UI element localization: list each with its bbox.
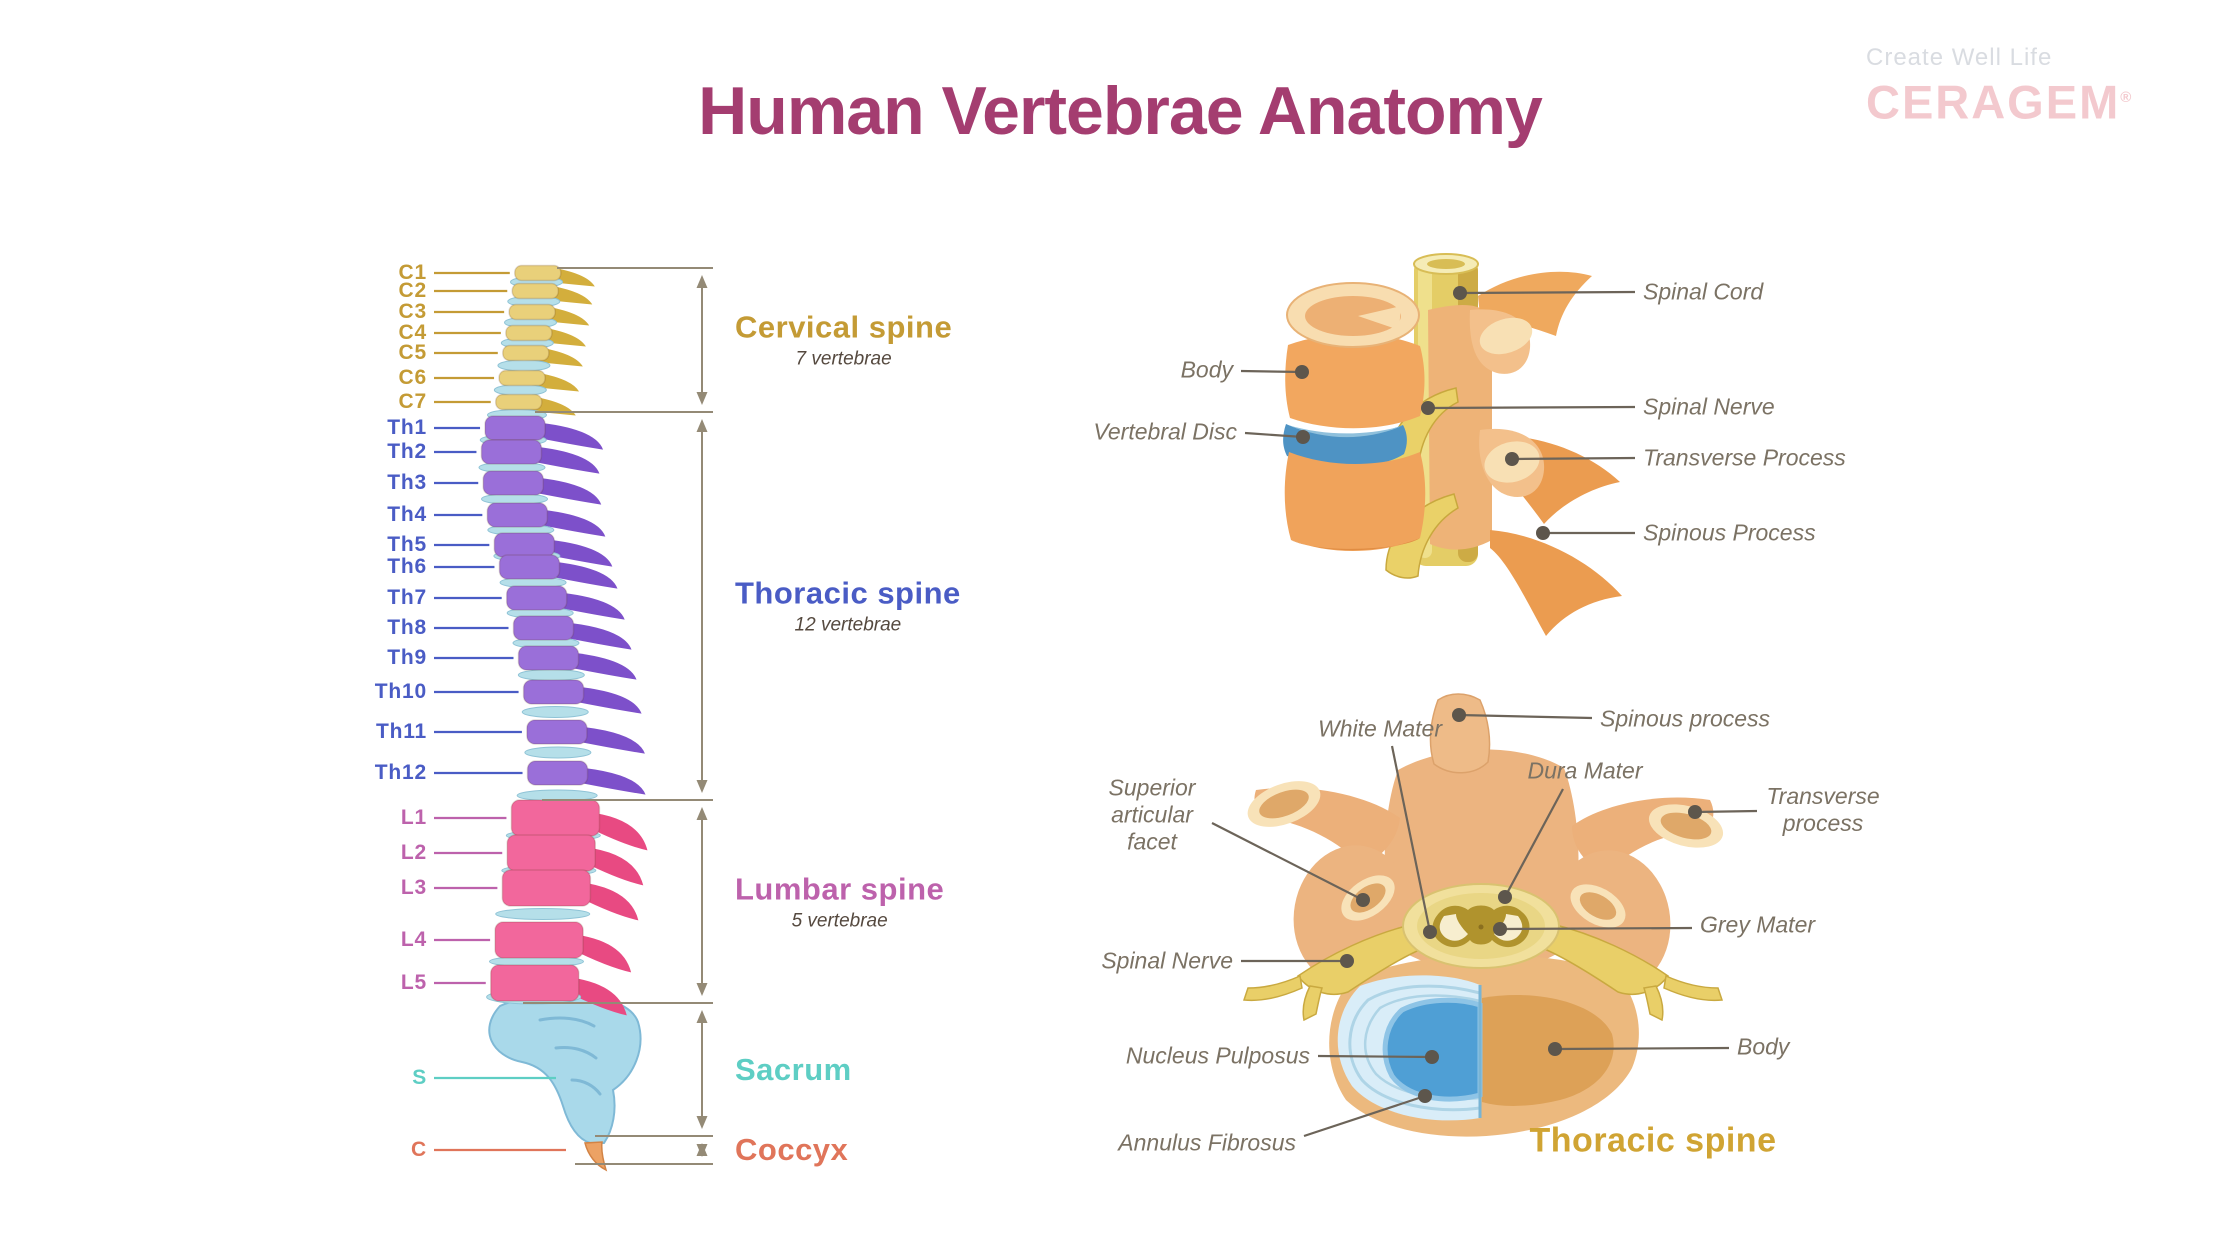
section-label-coccyx: Coccyx [735,1132,849,1167]
vertebra-label-th6: Th6 [387,555,427,578]
vertebra-label-c3: C3 [398,300,427,323]
spinous-process-label: Spinous Process [1643,519,1816,546]
spine-column-art [478,264,648,1016]
vertebra-label-th3: Th3 [387,471,427,494]
sacrum-coccyx-art [488,994,642,1172]
registered-mark: ® [2120,89,2134,106]
vertebra-label-c: C [411,1138,427,1161]
section-label-sacrum: Sacrum [735,1051,852,1087]
nucleus-pulposus-label: Nucleus Pulposus [1125,1042,1310,1069]
vertebra-label-s: S [412,1066,427,1089]
vertebra-label-l2: L2 [400,841,427,864]
vertebra-label-c5: C5 [398,341,427,364]
vertebra-label-l5: L5 [400,971,427,994]
annulus-fibrosus-label: Annulus Fibrosus [1118,1129,1296,1156]
cross-section-caption: Thoracic spine [1529,1121,1777,1160]
vertebra-side-illustration [1283,253,1622,636]
vertebra-label-th8: Th8 [387,616,427,639]
vertebra-label-c2: C2 [398,279,427,302]
vertebra-label-l4: L4 [400,928,427,951]
grey-mater-label: Grey Mater [1700,911,1816,938]
body-label: Body [1180,356,1233,383]
brand-tagline: Create Well Life [1866,44,2053,71]
vertebra-label-th1: Th1 [387,416,427,439]
vertebral-disc-label: Vertebral Disc [1093,418,1237,445]
brand-name: CERAGEM® [1866,75,2134,129]
vertebra-label-c1: C1 [398,261,427,284]
spinal-nerve-label: Spinal Nerve [1643,393,1775,420]
spinous-process-label: Spinous process [1600,705,1771,732]
white-mater-label: White Mater [1318,715,1442,742]
vertebra-cross-section-illustration [1242,693,1724,1137]
vertebra-label-th4: Th4 [387,503,427,526]
vertebra-label-c6: C6 [398,366,427,389]
dura-mater-label: Dura Mater [1527,757,1643,784]
vertebra-label-l3: L3 [400,876,427,899]
brand-logo: Create Well Life CERAGEM® [1866,44,2133,129]
vertebra-label-l1: L1 [400,806,427,829]
vertebra-label-th12: Th12 [374,761,427,784]
body-label: Body [1737,1033,1790,1060]
vertebra-label-th5: Th5 [387,533,427,556]
vertebra-label-th2: Th2 [387,440,427,463]
vertebra-label-th7: Th7 [387,586,427,609]
vertebra-label-th9: Th9 [387,646,427,669]
page-title: Human Vertebrae Anatomy [698,73,1543,149]
vertebra-label-th10: Th10 [374,680,427,703]
spinal-nerve-label: Spinal Nerve [1101,947,1233,974]
spinal-cord-label: Spinal Cord [1643,278,1764,305]
vertebra-label-c4: C4 [398,321,427,344]
vertebra-label-c7: C7 [398,390,427,413]
vertebra-label-th11: Th11 [375,720,427,743]
transverse-process-label: Transverse Process [1643,444,1846,471]
